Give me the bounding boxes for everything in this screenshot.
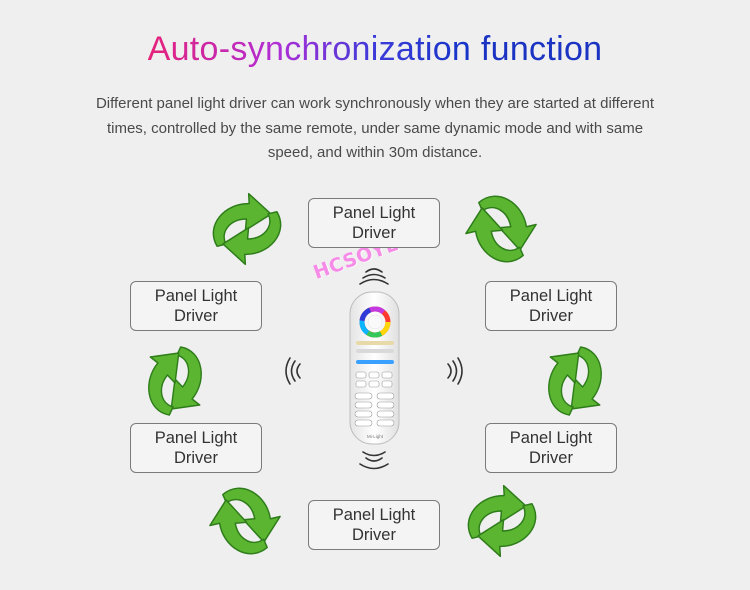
signal-waves-icon bbox=[285, 268, 463, 470]
panel-driver-box-upper-left: Panel Light Driver bbox=[130, 281, 262, 331]
remote-control-icon bbox=[349, 291, 400, 445]
panel-driver-box-lower-left: Panel Light Driver bbox=[130, 423, 262, 473]
page-title: Auto-synchronization function bbox=[0, 30, 750, 69]
sync-arrow-top-left bbox=[202, 185, 292, 273]
sync-arrow-left bbox=[148, 346, 202, 416]
sync-arrow-top-right bbox=[456, 185, 546, 273]
title-part-1: Auto-synchronization bbox=[147, 30, 472, 68]
title-part-2: function bbox=[480, 30, 603, 68]
remote-brand-label: Mi·Light bbox=[366, 434, 383, 439]
panel-driver-box-upper-right: Panel Light Driver bbox=[485, 281, 617, 331]
panel-driver-box-bottom: Panel Light Driver bbox=[308, 500, 440, 550]
sync-arrow-right bbox=[548, 346, 602, 416]
sync-arrow-bottom-left bbox=[200, 477, 290, 565]
panel-driver-box-lower-right: Panel Light Driver bbox=[485, 423, 617, 473]
description-text: Different panel light driver can work sy… bbox=[95, 95, 655, 161]
sync-arrow-bottom-right bbox=[457, 477, 547, 565]
panel-driver-box-top: Panel Light Driver bbox=[308, 198, 440, 248]
